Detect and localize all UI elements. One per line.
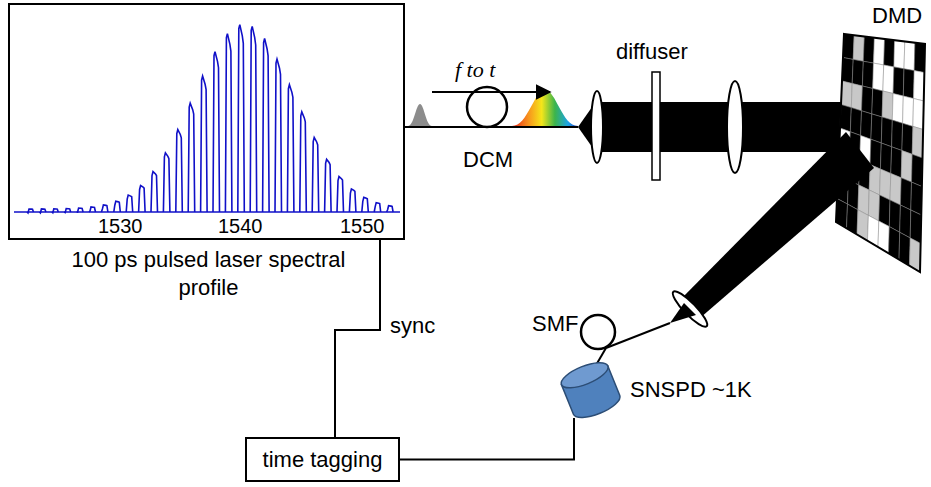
mirror-pixel: [890, 173, 901, 205]
spectral-line: [250, 26, 257, 212]
mirror-pixel: [910, 210, 921, 244]
spectral-line: [64, 209, 71, 213]
mirror-pixel: [891, 147, 902, 178]
mirror-pixel: [862, 86, 873, 114]
part-name: DMD: [872, 4, 922, 28]
mirror-pixel: [912, 154, 923, 186]
mirror-pixel: [902, 123, 913, 154]
spectrum-frame: 100 ps pulsed laser spectral profile: [8, 3, 405, 240]
mirror-pixel: [893, 67, 904, 96]
axis-tick: 1540: [218, 215, 263, 237]
process-box: time tagging: [245, 437, 400, 482]
mirror-pixel: [861, 111, 872, 140]
spectral-line: [263, 39, 270, 212]
spectral-line: [176, 130, 183, 212]
part-name: DCM: [463, 148, 513, 172]
spectral-line: [287, 85, 294, 212]
mirror-pixel: [903, 96, 914, 126]
beam: [670, 303, 696, 323]
mirror-pixel: [911, 182, 922, 215]
mirror-pixel: [874, 38, 885, 65]
spectral-line: [27, 209, 34, 213]
mirror-pixel: [884, 39, 895, 67]
mirror-pixel: [903, 69, 914, 99]
mirror-pixel: [880, 169, 891, 200]
mirror-pixel: [880, 143, 891, 173]
mirror-pixel: [904, 42, 915, 71]
mirror-pixel: [872, 89, 883, 118]
detector: SNSPD ~1K: [556, 360, 758, 422]
input-pulse: [408, 104, 432, 126]
spectral-line: [300, 112, 307, 212]
detector-icon: [556, 360, 626, 422]
spectral-line: [275, 59, 282, 212]
mirror-pixel: [892, 94, 903, 124]
mirror-pixel: [900, 178, 911, 210]
spectral-line: [238, 25, 245, 212]
mirror-pixel: [852, 59, 863, 86]
mirror-pixel: [871, 114, 882, 143]
spectral-line: [126, 195, 133, 212]
mirror-pixel: [853, 35, 864, 61]
lens: [591, 91, 603, 163]
spectral-line: [151, 172, 158, 212]
spectral-line: [77, 208, 84, 212]
spectral-line: [337, 177, 344, 212]
box-label: time tagging: [247, 439, 398, 473]
mirror-pixel: [850, 108, 861, 136]
mirror-pixel: [851, 84, 862, 111]
spectral-line: [213, 52, 220, 212]
spectral-line: [101, 205, 108, 212]
smf-coil: [581, 315, 615, 349]
arrow: [432, 91, 550, 93]
caption: 100 ps pulsed laser spectral profile: [56, 246, 361, 301]
mirror-pixel: [892, 120, 903, 150]
spectral-line: [89, 207, 96, 212]
signal-name: sync: [388, 314, 437, 338]
chirped-pulse: [512, 90, 578, 126]
axis-tick: 1530: [98, 215, 143, 237]
spectrum-plot: [14, 25, 400, 213]
mirror-pixel: [914, 71, 925, 101]
part-name: SMF: [532, 312, 578, 336]
mirror-pixel: [883, 65, 894, 94]
spectral-line: [225, 34, 232, 212]
part-name: diffuser: [616, 40, 688, 64]
spectral-line: [374, 203, 381, 212]
detector-label: SNSPD ~1K: [630, 377, 752, 403]
spectral-line: [201, 76, 208, 212]
lens: [727, 81, 743, 173]
cylinder-top: [558, 360, 611, 393]
beam: [680, 132, 874, 318]
mirror-pixel: [882, 91, 893, 120]
part-name: f to t: [455, 58, 495, 82]
mirror-pixel: [873, 63, 884, 91]
mirror-pixel: [913, 99, 924, 130]
mirror-pixel: [863, 37, 874, 64]
spectral-line: [387, 206, 394, 212]
spectral-line: [114, 201, 121, 212]
axis-tick: 1550: [340, 215, 385, 237]
spectral-line: [39, 209, 46, 213]
spectral-line: [312, 137, 319, 212]
mirror-pixel: [894, 40, 905, 69]
spectral-line: [139, 185, 146, 212]
spectral-line: [163, 153, 170, 212]
spectral-line: [325, 159, 332, 212]
spectral-line: [188, 103, 195, 212]
mirror-pixel: [912, 126, 923, 158]
lens: [669, 288, 711, 331]
mirror-pixel: [881, 117, 892, 147]
spectral-line: [52, 209, 59, 213]
signal-cable: [400, 418, 574, 460]
spectral-line: [349, 189, 356, 212]
mirror-pixel: [914, 43, 925, 73]
mirror-pixel: [862, 61, 873, 88]
diffuser-plate: [652, 72, 660, 180]
beam: [597, 102, 842, 152]
spectral-line: [362, 197, 369, 212]
mirror-pixel: [901, 151, 912, 183]
mirror-pixel: [870, 139, 881, 169]
